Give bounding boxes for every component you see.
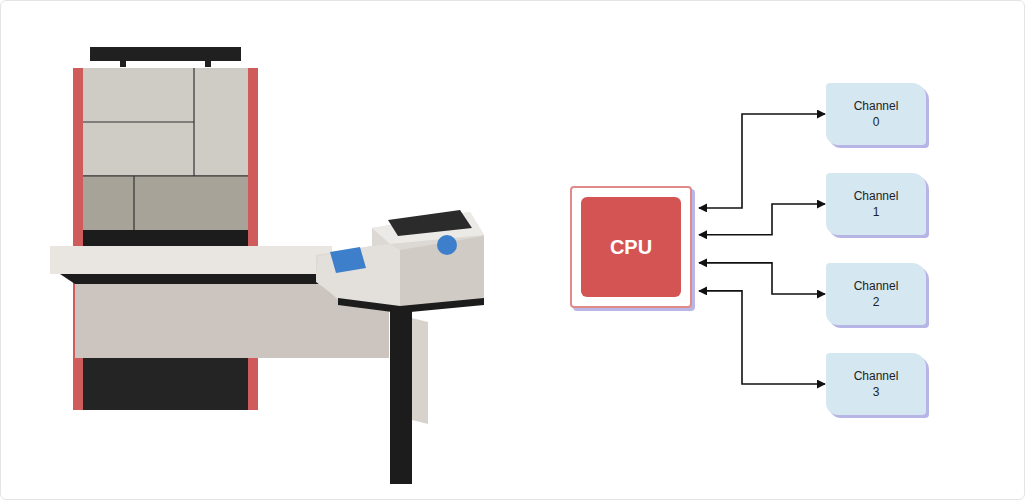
channel-box: Channel 2 [826, 263, 926, 325]
channel-connector [699, 204, 825, 235]
channel-box: Channel 1 [826, 173, 926, 235]
channel-box: Channel 0 [826, 83, 926, 145]
channel-label: Channel 2 [849, 278, 903, 310]
channel-connector [699, 114, 825, 208]
channel-box: Channel 3 [826, 353, 926, 415]
channel-connector [699, 263, 825, 294]
channel-label: Channel 0 [849, 98, 903, 130]
cpu-box: CPU [570, 186, 692, 308]
channel-label: Channel 3 [849, 368, 903, 400]
channel-label: Channel 1 [849, 188, 903, 220]
cpu-label: CPU [610, 236, 652, 259]
cpu-core: CPU [581, 197, 681, 297]
channel-connector [699, 291, 825, 384]
